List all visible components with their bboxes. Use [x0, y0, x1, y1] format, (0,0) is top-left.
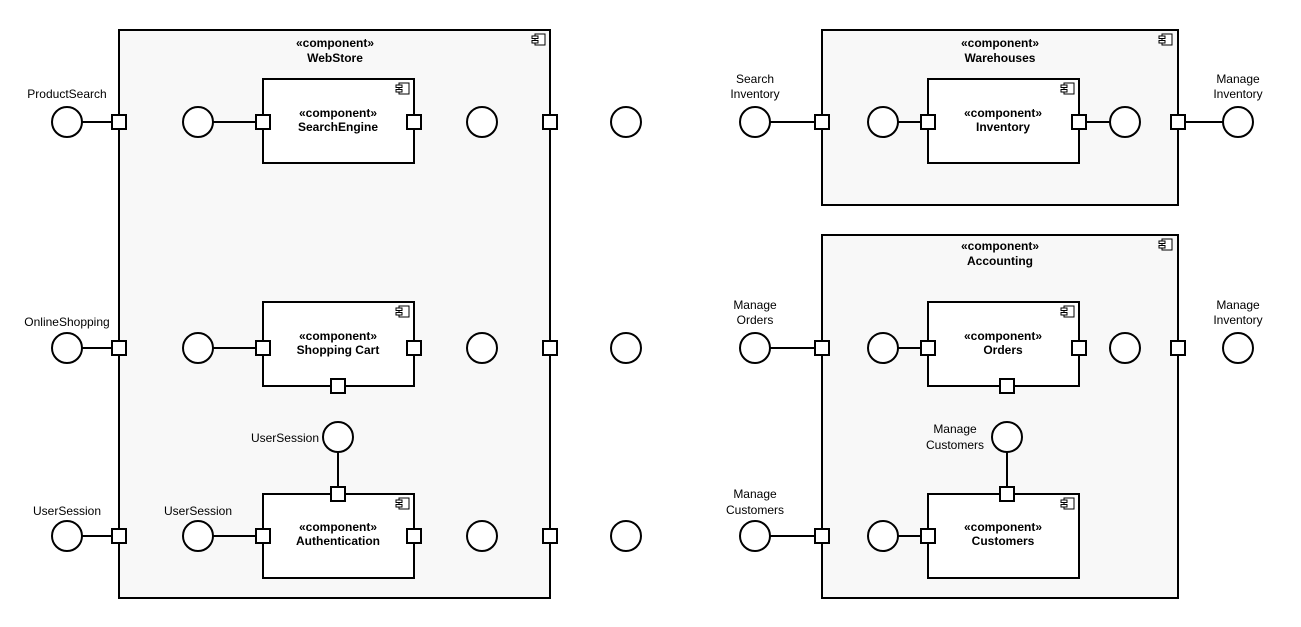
authentication-name: Authentication: [296, 534, 380, 548]
user-session-auth-left-interface[interactable]: [182, 520, 214, 552]
customers-box: [927, 493, 1080, 579]
accounting-port[interactable]: [814, 528, 830, 544]
webstore-port[interactable]: [111, 114, 127, 130]
user-session-ext-label: UserSession: [33, 504, 101, 518]
shoppingcart-port[interactable]: [330, 378, 346, 394]
authentication-port[interactable]: [330, 486, 346, 502]
orders-port[interactable]: [1071, 340, 1087, 356]
search-inventory-label-2: Inventory: [730, 87, 779, 101]
customers-provided-interface[interactable]: [867, 520, 899, 552]
manage-inventory-acc-label-2: Inventory: [1213, 313, 1262, 327]
inventory-port[interactable]: [920, 114, 936, 130]
customers-port[interactable]: [920, 528, 936, 544]
warehouses-name: Warehouses: [965, 51, 1036, 65]
interface[interactable]: [610, 520, 642, 552]
webstore-port[interactable]: [542, 340, 558, 356]
authentication-component[interactable]: «component» Authentication: [262, 493, 415, 579]
user-session-auth-left-label: UserSession: [164, 504, 232, 518]
shoppingcart-provided-interface[interactable]: [182, 332, 214, 364]
manage-inventory-acc-label-1: Manage: [1216, 298, 1260, 312]
orders-port[interactable]: [999, 378, 1015, 394]
manage-customers-ext-label-2: Customers: [726, 503, 784, 517]
accounting-port[interactable]: [814, 340, 830, 356]
manage-inventory-label-1: Manage: [1216, 72, 1260, 86]
interface[interactable]: [1109, 332, 1141, 364]
shoppingcart-stereotype: «component»: [299, 329, 377, 343]
webstore-port[interactable]: [542, 528, 558, 544]
accounting-port[interactable]: [1170, 340, 1186, 356]
searchengine-name: SearchEngine: [298, 120, 378, 134]
manage-orders-label-2: Orders: [737, 313, 774, 327]
searchengine-component[interactable]: «component» SearchEngine: [262, 78, 415, 164]
authentication-port[interactable]: [255, 528, 271, 544]
warehouses-stereotype: «component»: [961, 36, 1039, 50]
inventory-component[interactable]: «component» Inventory: [927, 78, 1080, 164]
orders-stereotype: «component»: [964, 329, 1042, 343]
searchengine-stereotype: «component»: [299, 106, 377, 120]
warehouses-port[interactable]: [1170, 114, 1186, 130]
inventory-stereotype: «component»: [964, 106, 1042, 120]
searchengine-port[interactable]: [255, 114, 271, 130]
shoppingcart-port[interactable]: [406, 340, 422, 356]
shoppingcart-box: [262, 301, 415, 387]
manage-customers-interface[interactable]: [739, 520, 771, 552]
searchengine-provided-interface[interactable]: [182, 106, 214, 138]
webstore-port[interactable]: [111, 340, 127, 356]
warehouses-port[interactable]: [814, 114, 830, 130]
shoppingcart-name: Shopping Cart: [297, 343, 380, 357]
customers-port[interactable]: [999, 486, 1015, 502]
online-shopping-label: OnlineShopping: [24, 315, 109, 329]
webstore-name: WebStore: [307, 51, 363, 65]
customers-component[interactable]: «component» Customers: [927, 493, 1080, 579]
orders-provided-interface[interactable]: [867, 332, 899, 364]
search-inventory-interface[interactable]: [739, 106, 771, 138]
inventory-port[interactable]: [1071, 114, 1087, 130]
customers-name: Customers: [972, 534, 1035, 548]
webstore-stereotype: «component»: [296, 36, 374, 50]
manage-customers-inner-label-1: Manage: [933, 422, 977, 436]
shoppingcart-port[interactable]: [255, 340, 271, 356]
interface[interactable]: [610, 332, 642, 364]
orders-box: [927, 301, 1080, 387]
manage-orders-label-1: Manage: [733, 298, 777, 312]
shoppingcart-component[interactable]: «component» Shopping Cart: [262, 301, 415, 387]
searchengine-port[interactable]: [406, 114, 422, 130]
inventory-provided-interface[interactable]: [867, 106, 899, 138]
customers-stereotype: «component»: [964, 520, 1042, 534]
inventory-name: Inventory: [976, 120, 1030, 134]
interface[interactable]: [610, 106, 642, 138]
accounting-name: Accounting: [967, 254, 1033, 268]
user-session-auth-top-label: UserSession: [251, 431, 319, 445]
manage-inventory-label-2: Inventory: [1213, 87, 1262, 101]
orders-name: Orders: [983, 343, 1023, 357]
accounting-stereotype: «component»: [961, 239, 1039, 253]
webstore-port[interactable]: [542, 114, 558, 130]
orders-component[interactable]: «component» Orders: [927, 301, 1080, 387]
search-inventory-label-1: Search: [736, 72, 774, 86]
manage-customers-inner-label-2: Customers: [926, 438, 984, 452]
manage-customers-ext-label-1: Manage: [733, 487, 777, 501]
product-search-interface[interactable]: [51, 106, 83, 138]
user-session-interface[interactable]: [51, 520, 83, 552]
manage-orders-interface[interactable]: [739, 332, 771, 364]
interface[interactable]: [466, 520, 498, 552]
online-shopping-interface[interactable]: [51, 332, 83, 364]
authentication-stereotype: «component»: [299, 520, 377, 534]
product-search-label: ProductSearch: [27, 87, 106, 101]
user-session-auth-interface[interactable]: [322, 421, 354, 453]
manage-inventory-interface[interactable]: [1222, 332, 1254, 364]
interface[interactable]: [466, 332, 498, 364]
interface[interactable]: [466, 106, 498, 138]
webstore-port[interactable]: [111, 528, 127, 544]
manage-inventory-interface[interactable]: [1222, 106, 1254, 138]
manage-customers-inner-interface[interactable]: [991, 421, 1023, 453]
interface[interactable]: [1109, 106, 1141, 138]
authentication-port[interactable]: [406, 528, 422, 544]
orders-port[interactable]: [920, 340, 936, 356]
